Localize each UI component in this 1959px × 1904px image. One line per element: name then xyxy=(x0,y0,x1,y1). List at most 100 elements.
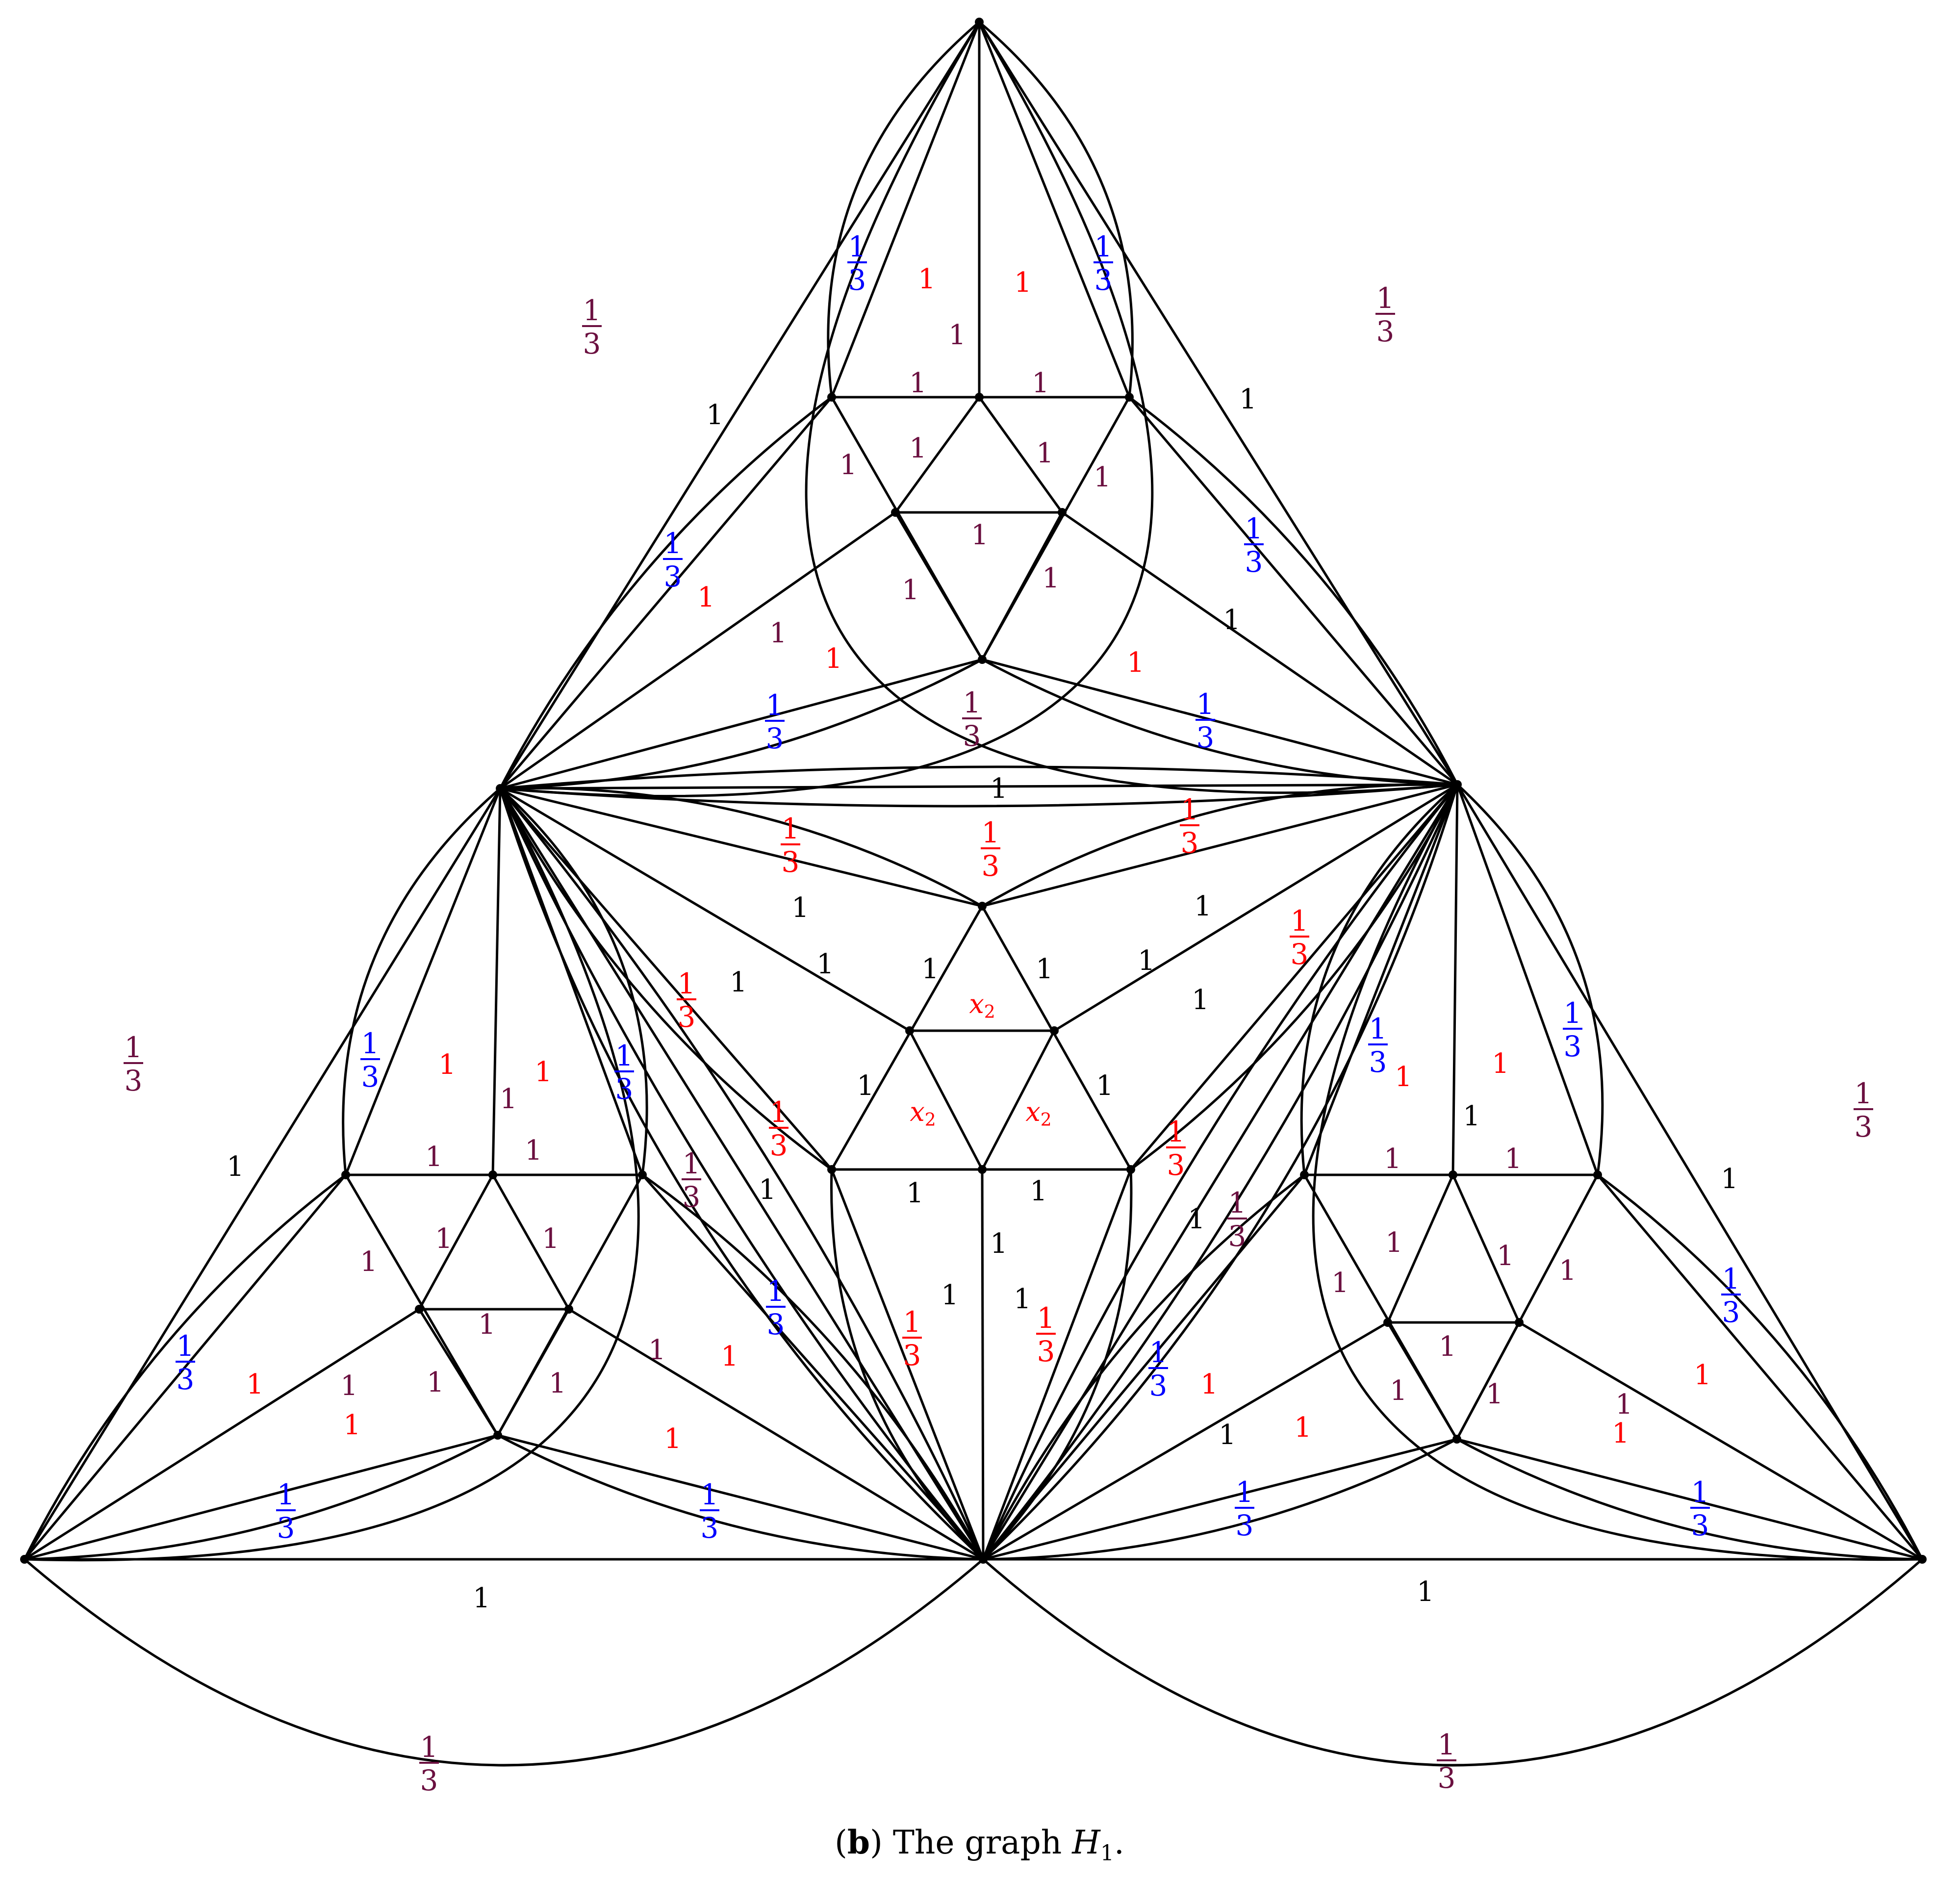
weight-value: 1 xyxy=(1188,1203,1205,1235)
weight-value: 1 xyxy=(1331,1267,1349,1299)
weight-denominator: 3 xyxy=(1855,1110,1873,1143)
weight-label-71: 1 xyxy=(1504,1143,1522,1175)
weight-denominator: 3 xyxy=(125,1064,143,1097)
weight-value: 1 xyxy=(1127,647,1145,679)
weight-label-26: 13 xyxy=(962,686,982,753)
weight-denominator: 3 xyxy=(664,560,682,593)
weight-value: 1 xyxy=(906,1177,924,1209)
weight-value: 1 xyxy=(425,1141,443,1173)
weight-numerator: 1 xyxy=(1564,996,1582,1030)
weight-label-37: 1 xyxy=(1138,945,1155,977)
edge-BM-ru4-80 xyxy=(982,1321,1389,1561)
weight-denominator: 3 xyxy=(982,849,1000,883)
weight-denominator: 3 xyxy=(1376,315,1395,348)
weight-value: 1 xyxy=(1036,437,1054,469)
weight-numerator: 1 xyxy=(782,812,800,845)
weight-label-89: 13 xyxy=(176,1329,195,1396)
weight-numerator: 1 xyxy=(1369,1012,1387,1045)
vertex-ru2 xyxy=(1449,1170,1457,1179)
weight-label-97: 1 xyxy=(1200,1369,1218,1400)
vertex-cu5 xyxy=(978,1165,987,1174)
weight-numerator: 1 xyxy=(1376,281,1395,315)
caption-symbol: H xyxy=(1072,1824,1100,1861)
weight-label-77: 1 xyxy=(360,1246,378,1278)
weight-value: 1 xyxy=(360,1246,378,1278)
weight-numerator: 1 xyxy=(420,1730,438,1764)
edge-T-tu3-29 xyxy=(978,21,1134,398)
weight-value: 1 xyxy=(825,643,842,675)
weight-value: 1 xyxy=(1463,1100,1480,1132)
weight-label-114: 13 xyxy=(1437,1728,1456,1795)
edge-ru5-ru6-70 xyxy=(1455,1321,1521,1440)
weight-value: 1 xyxy=(857,1070,874,1102)
weight-label-73: 1 xyxy=(435,1223,453,1255)
weight-value: 1 xyxy=(343,1409,361,1441)
weight-label-53: 13 xyxy=(769,1095,789,1162)
weight-value: 1 xyxy=(791,892,809,924)
weight-denominator: 3 xyxy=(583,327,601,360)
weight-numerator: 1 xyxy=(361,1027,380,1060)
edge-R-ru1-72 xyxy=(1303,784,1459,1175)
weight-label-84: 1 xyxy=(1439,1331,1456,1363)
weight-label-16: 13 xyxy=(1244,512,1264,579)
weight-denominator: 3 xyxy=(770,1129,788,1162)
weight-label-108: 13 xyxy=(700,1478,719,1545)
weight-label-61: 1 xyxy=(227,1151,244,1183)
edge-BR-ru6-84 xyxy=(1456,1438,1923,1561)
weight-label-103: 1 xyxy=(664,1423,682,1455)
vertex-cu6 xyxy=(1126,1165,1135,1174)
weight-label-27: 13 xyxy=(1196,687,1215,754)
weight-label-85: 13 xyxy=(766,1274,786,1341)
vertex-tu5 xyxy=(1058,508,1067,517)
weight-numerator: 1 xyxy=(767,1274,785,1308)
weight-numerator: 1 xyxy=(177,1329,195,1363)
weight-value: 1 xyxy=(1200,1369,1218,1400)
weight-label-2: 13 xyxy=(847,230,867,297)
vertex-ru6 xyxy=(1452,1435,1461,1444)
weight-label-98: 1 xyxy=(1390,1375,1407,1407)
weight-numerator: 1 xyxy=(1196,687,1215,721)
weight-value: 1 xyxy=(990,773,1008,805)
weight-denominator: 3 xyxy=(963,719,981,753)
weight-label-23: 1 xyxy=(825,643,842,675)
weight-denominator: 3 xyxy=(1236,1509,1254,1542)
weight-numerator: 1 xyxy=(1245,512,1263,545)
weight-denominator: 3 xyxy=(1181,826,1199,860)
edge-cu6-BM-106 xyxy=(982,1169,1133,1560)
weight-value: 1 xyxy=(1192,984,1209,1016)
weight-label-57: 1 xyxy=(1395,1061,1412,1093)
weight-label-72: 1 xyxy=(1721,1163,1738,1195)
weight-value: 1 xyxy=(549,1368,566,1399)
vertex-cu3 xyxy=(1050,1026,1059,1035)
figure-caption: (b) The graph H1. xyxy=(835,1823,1124,1866)
edge-BM-lu5-58 xyxy=(568,1308,984,1561)
weight-label-74: 1 xyxy=(542,1223,560,1255)
weight-value: 1 xyxy=(730,966,747,998)
vertex-lu1 xyxy=(341,1170,350,1179)
weight-value: 1 xyxy=(697,582,715,613)
weight-label-105: 1 xyxy=(1294,1412,1312,1444)
weight-value: 1 xyxy=(1486,1378,1503,1410)
edge-L-cu2-97 xyxy=(499,787,911,1032)
weight-numerator: 1 xyxy=(1094,230,1113,263)
edge-R-tu6-38 xyxy=(982,658,1458,786)
weight-value: 1 xyxy=(1138,945,1155,977)
edge-R-ru1-73 xyxy=(1300,784,1458,1175)
weight-value: 1 xyxy=(1492,1048,1509,1080)
edge-R-tu5-35 xyxy=(1061,511,1458,786)
edge-R-ru3-74 xyxy=(1456,784,1599,1175)
weight-denominator: 3 xyxy=(678,1000,696,1034)
weight-label-54: 13 xyxy=(1166,1115,1186,1182)
weight-label-1: 13 xyxy=(1375,281,1395,348)
weight-denominator: 3 xyxy=(1245,545,1263,579)
weight-label-20: 1 xyxy=(902,574,919,606)
weight-label-50: 1 xyxy=(534,1056,552,1088)
weight-value: 1 xyxy=(918,263,936,295)
weight-label-25: 13 xyxy=(765,688,785,755)
edge-L-R-2 xyxy=(500,783,1458,790)
edge-R-BM-112 xyxy=(982,784,1459,1560)
weight-label-88: 13 xyxy=(1036,1301,1056,1368)
weight-value: 1 xyxy=(1194,890,1212,922)
weight-label-6: 1 xyxy=(948,319,966,351)
edge-L-BM-108 xyxy=(499,787,985,1560)
